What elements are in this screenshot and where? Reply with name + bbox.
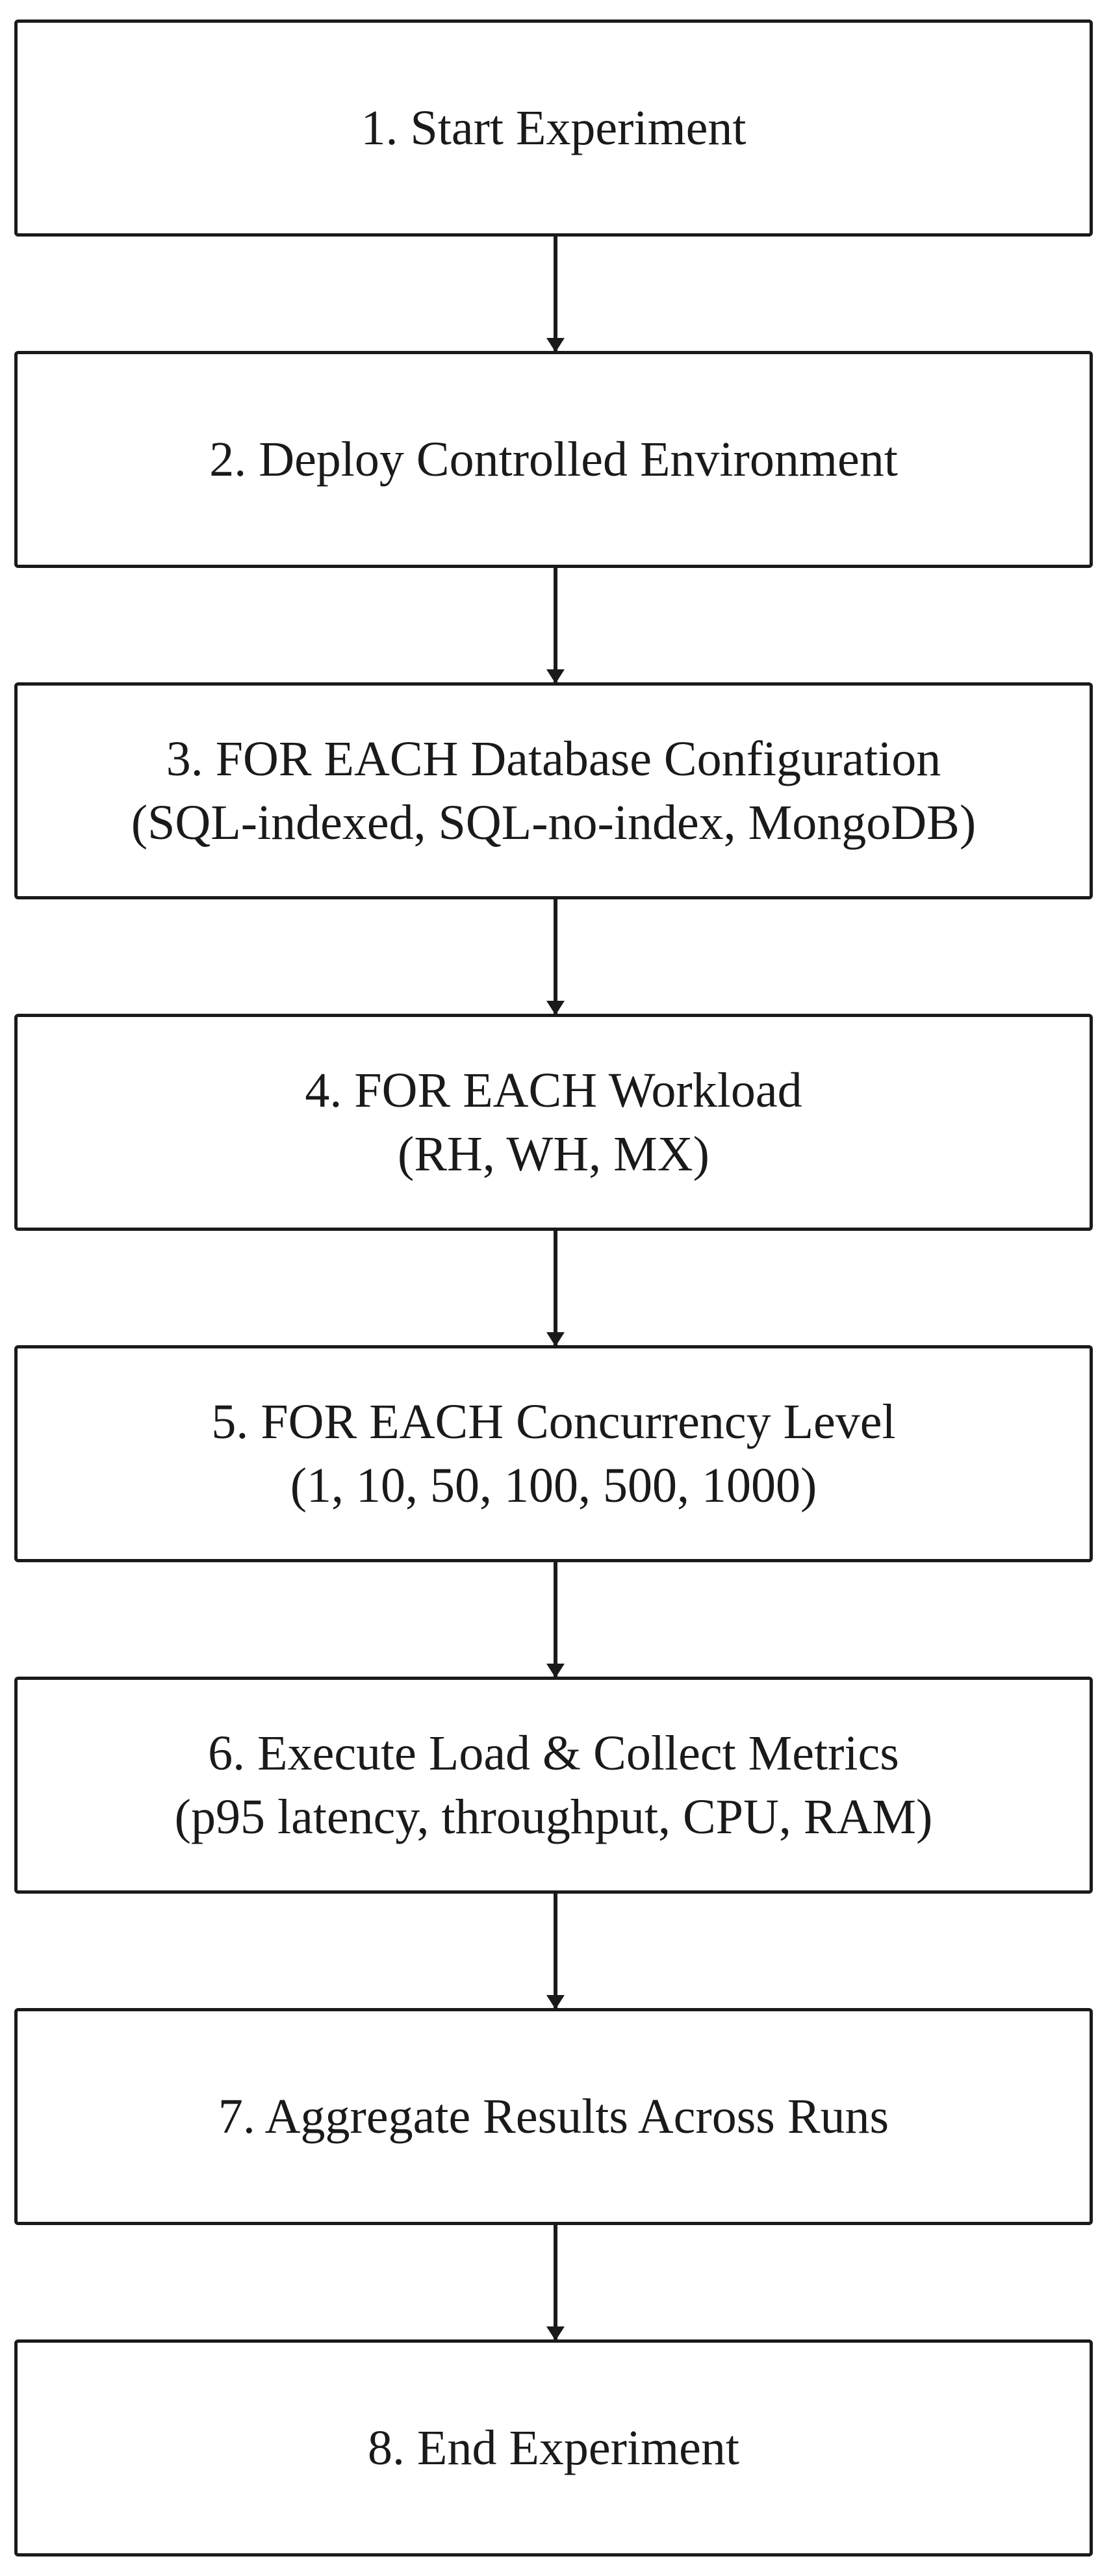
step-7-aggregate-results: 7. Aggregate Results Across Runs: [14, 2008, 1093, 2225]
step-8-end-experiment: 8. End Experiment: [14, 2339, 1093, 2557]
step-2-deploy-environment: 2. Deploy Controlled Environment: [14, 351, 1093, 568]
step-4-workload: 4. FOR EACH Workload (RH, WH, MX): [14, 1014, 1093, 1231]
step-4-detail: (RH, WH, MX): [398, 1127, 709, 1181]
step-1-start-experiment: 1. Start Experiment: [14, 19, 1093, 237]
arrow-3-to-4: [546, 899, 565, 1015]
arrow-1-to-2: [546, 237, 565, 352]
arrow-6-to-7: [546, 1894, 565, 2009]
step-2-label: 2. Deploy Controlled Environment: [209, 432, 898, 487]
step-3-detail: (SQL-indexed, SQL-no-index, MongoDB): [131, 795, 977, 850]
step-3-database-configuration: 3. FOR EACH Database Configuration (SQL-…: [14, 682, 1093, 899]
arrow-7-to-8: [546, 2225, 565, 2341]
step-6-detail: (p95 latency, throughput, CPU, RAM): [174, 1790, 933, 1844]
step-1-label: 1. Start Experiment: [361, 101, 747, 155]
step-5-concurrency-level: 5. FOR EACH Concurrency Level (1, 10, 50…: [14, 1345, 1093, 1562]
step-4-label: 4. FOR EACH Workload: [305, 1063, 802, 1118]
step-5-detail: (1, 10, 50, 100, 500, 1000): [290, 1458, 817, 1513]
arrow-2-to-3: [546, 568, 565, 684]
step-6-label: 6. Execute Load & Collect Metrics: [208, 1726, 899, 1781]
arrow-4-to-5: [546, 1231, 565, 1346]
step-7-label: 7. Aggregate Results Across Runs: [218, 2089, 889, 2144]
step-3-label: 3. FOR EACH Database Configuration: [166, 732, 941, 786]
step-8-label: 8. End Experiment: [368, 2421, 739, 2475]
step-5-label: 5. FOR EACH Concurrency Level: [211, 1395, 896, 1449]
step-6-execute-load: 6. Execute Load & Collect Metrics (p95 l…: [14, 1677, 1093, 1894]
arrow-5-to-6: [546, 1562, 565, 1678]
